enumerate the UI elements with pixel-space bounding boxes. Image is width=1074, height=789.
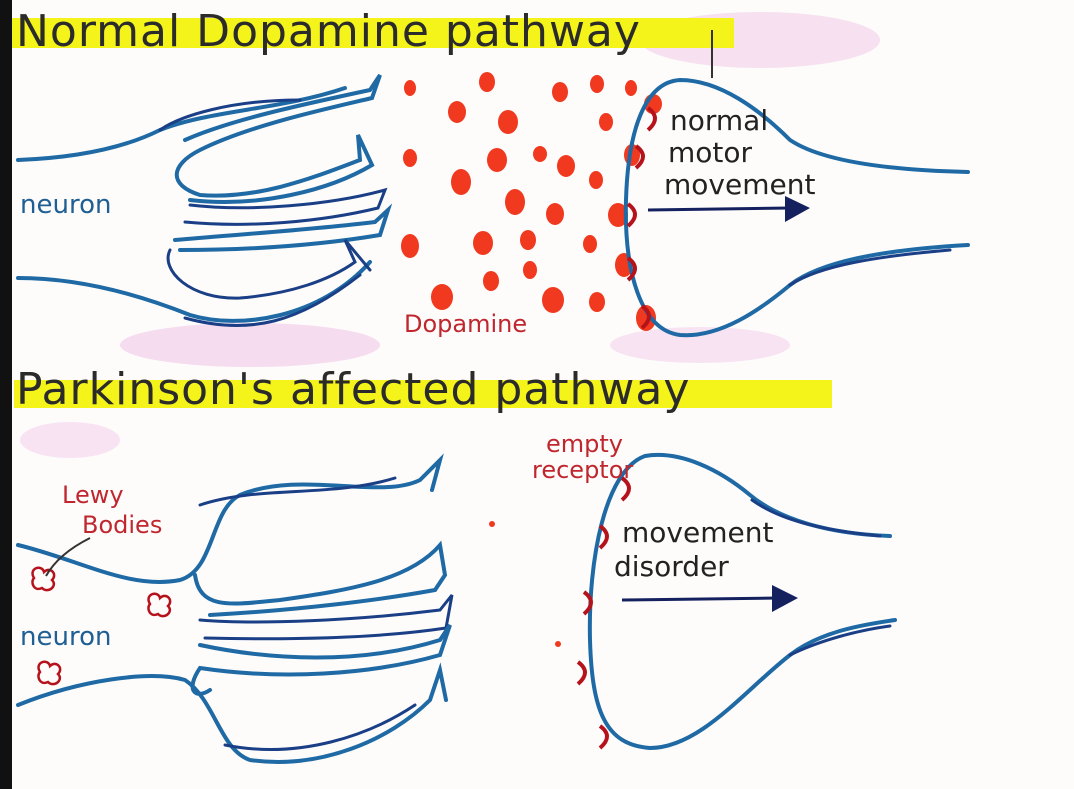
bottom-neuron-label: neuron <box>20 622 111 652</box>
lewy-line1: Lewy <box>62 481 124 509</box>
dopamine-molecules <box>401 72 662 331</box>
top-neuron-label: neuron <box>20 190 111 220</box>
parkinsons-pathway-title: Parkinson's affected pathway <box>16 364 690 415</box>
disorder-arrow <box>622 585 798 612</box>
normal-line3: movement <box>664 168 815 201</box>
left-edge-strip <box>0 0 12 789</box>
normal-line2: motor <box>668 136 753 169</box>
sparse-dopamine <box>489 521 561 647</box>
pink-smudge <box>120 323 380 367</box>
lewy-line2: Bodies <box>82 511 162 539</box>
postsynaptic-neuron-affected <box>590 455 895 748</box>
disorder-line2: disorder <box>614 550 729 583</box>
receptor-line1: empty <box>546 430 623 458</box>
normal-pathway-title: Normal Dopamine pathway <box>16 6 641 57</box>
disorder-line1: movement <box>622 516 773 549</box>
pink-smudge <box>20 422 120 458</box>
parkinsons-pathway-panel: Parkinson's affected pathway Lewy Bodies… <box>14 364 895 762</box>
dopamine-label: Dopamine <box>404 310 527 338</box>
normal-line1: normal <box>670 104 768 137</box>
receptor-line2: receptor <box>532 456 633 484</box>
